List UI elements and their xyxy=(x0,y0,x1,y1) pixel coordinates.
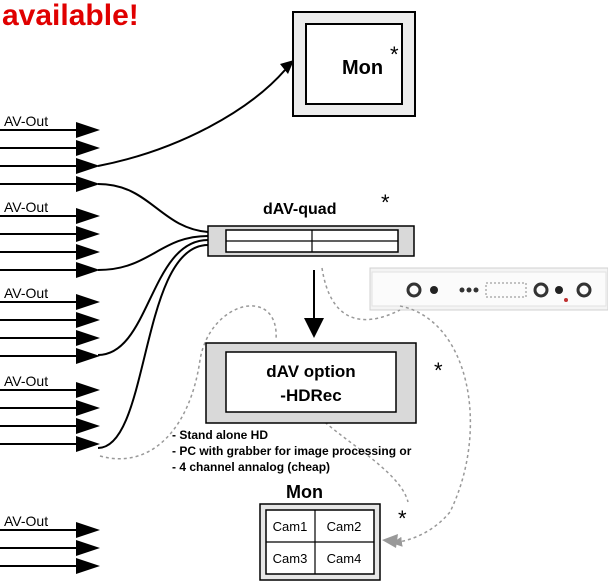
quad-mark: * xyxy=(381,190,390,215)
av-out-arrowhead xyxy=(76,176,100,192)
av-out-arrowhead xyxy=(76,312,100,328)
arrow-quad-to-hdrec xyxy=(304,270,324,338)
cam-cell: Cam3 xyxy=(273,551,308,566)
monitor-bottom: Mon * Cam1 Cam2 Cam3 Cam4 xyxy=(259,482,407,581)
monitor-top-label: Mon xyxy=(342,57,383,79)
av-out-arrowhead xyxy=(76,382,100,398)
monitor-bottom-label: Mon xyxy=(286,482,323,502)
notes: - Stand alone HD - PC with grabber for i… xyxy=(172,428,412,474)
av-out-arrowhead xyxy=(76,418,100,434)
note-line: - PC with grabber for image processing o… xyxy=(172,444,412,458)
quad-label: dAV-quad xyxy=(263,201,336,218)
heading-text: available! xyxy=(2,0,139,32)
av-out-arrowhead xyxy=(76,348,100,364)
curve-group1 xyxy=(97,183,209,233)
av-out-arrowhead xyxy=(76,140,100,156)
note-line: - Stand alone HD xyxy=(172,428,268,442)
gray-arrowhead xyxy=(382,534,398,548)
cam-cell: Cam4 xyxy=(327,551,362,566)
monitor-top: Mon * xyxy=(292,11,416,117)
dotted-loop xyxy=(99,305,277,460)
av-out-arrowhead xyxy=(76,540,100,556)
av-out-label: AV-Out xyxy=(4,373,48,389)
av-out-arrowhead xyxy=(76,330,100,346)
av-out-arrowhead xyxy=(76,244,100,260)
hdrec-mark: * xyxy=(434,358,443,383)
dotted-to-monitor xyxy=(392,305,472,547)
hdrec-line1: dAV option xyxy=(266,362,355,381)
signal-curves xyxy=(97,60,294,449)
av-out-label: AV-Out xyxy=(4,285,48,301)
dotted-quad-to-device xyxy=(321,267,401,321)
av-out-arrowhead xyxy=(76,436,100,452)
av-out-arrowhead xyxy=(76,158,100,174)
av-out-label: AV-Out xyxy=(4,113,48,129)
av-out-arrowhead xyxy=(76,558,100,574)
av-out-arrowhead xyxy=(76,122,100,138)
hdrec-line2: -HDRec xyxy=(280,386,341,405)
cam-cell: Cam1 xyxy=(273,519,308,534)
hdrec-box: dAV option -HDRec * xyxy=(205,342,443,424)
monitor-top-mark: * xyxy=(390,42,399,67)
arrowhead-monitor xyxy=(280,60,294,74)
av-out-arrowhead xyxy=(76,208,100,224)
av-out-arrowhead xyxy=(76,400,100,416)
av-out-label: AV-Out xyxy=(4,199,48,215)
rack-device-icon xyxy=(369,267,608,311)
dav-quad: dAV-quad * xyxy=(207,190,415,257)
av-out-label: AV-Out xyxy=(4,513,48,529)
av-out-arrowhead xyxy=(76,522,100,538)
curve-group3 xyxy=(97,239,209,356)
curve-group2 xyxy=(97,235,209,271)
monitor-bottom-mark: * xyxy=(398,506,407,531)
av-out-arrowhead xyxy=(76,226,100,242)
cam-cell: Cam2 xyxy=(327,519,362,534)
note-line: - 4 channel annalog (cheap) xyxy=(172,460,330,474)
av-out-arrowhead xyxy=(76,294,100,310)
curve-to-monitor xyxy=(97,69,286,167)
curve-group4 xyxy=(97,244,209,449)
av-out-arrowhead xyxy=(76,262,100,278)
